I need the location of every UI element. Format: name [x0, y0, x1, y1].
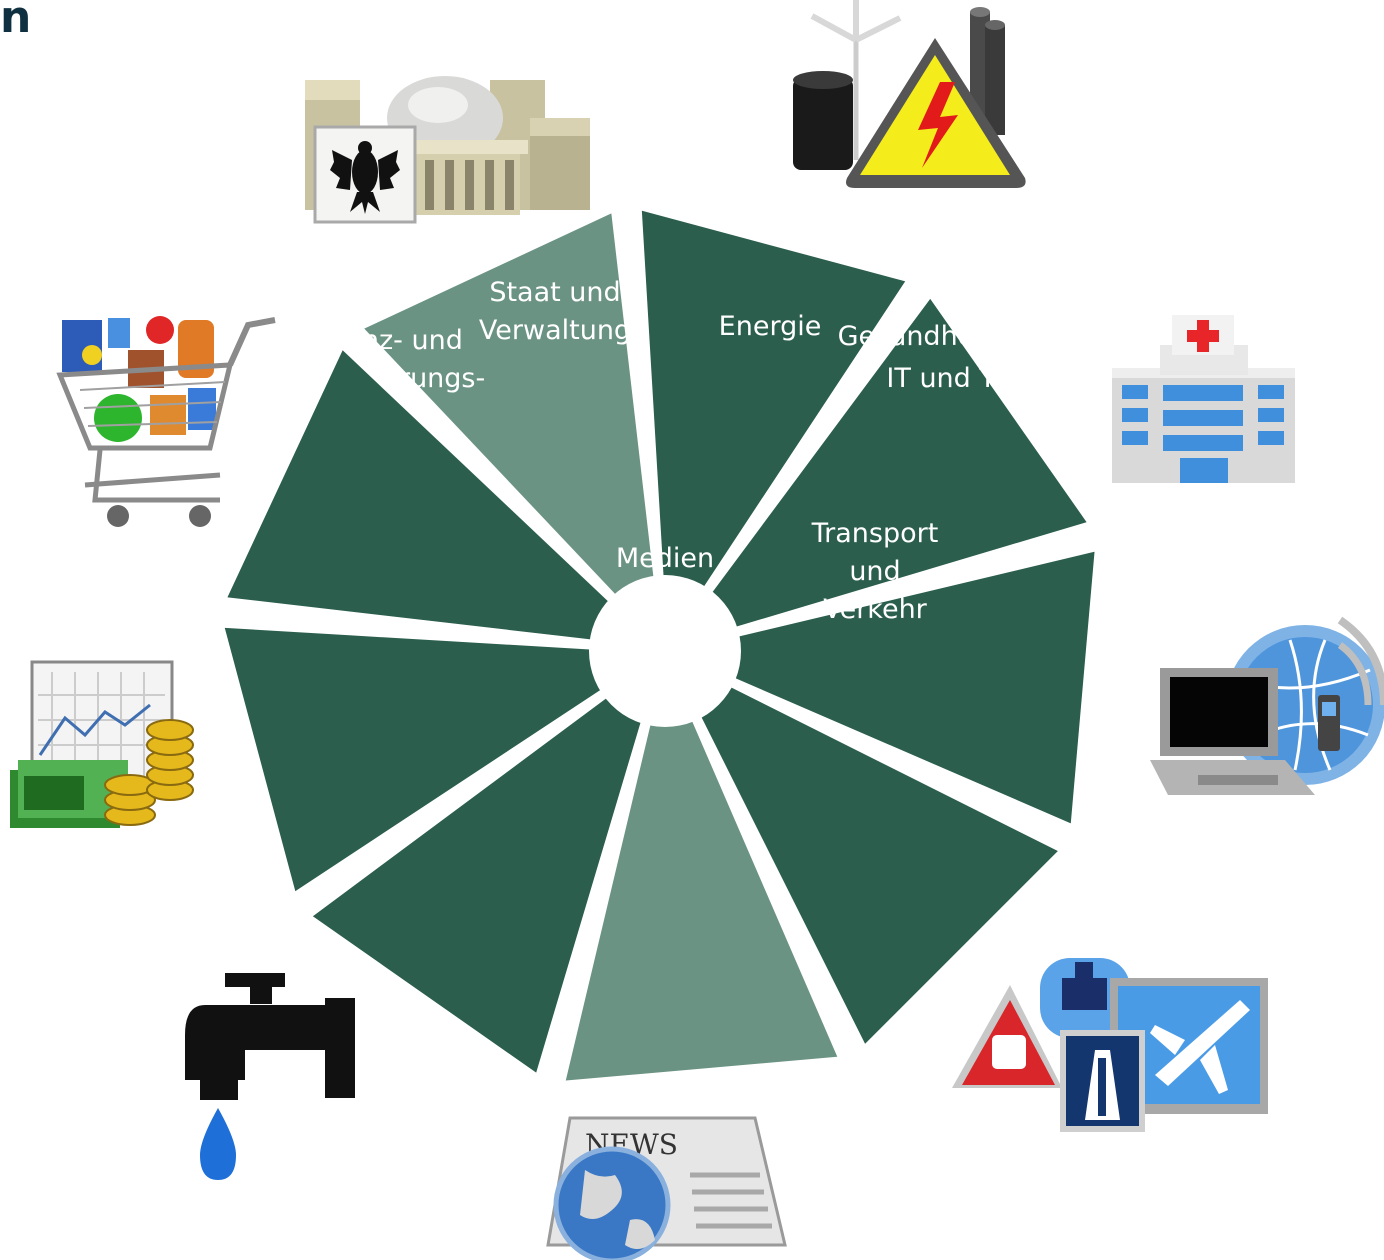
sector-label-line: Verwaltung [479, 315, 631, 346]
sector-ernaehrung [218, 340, 674, 656]
sector-finanz [216, 621, 675, 901]
transport-signs-icon [952, 958, 1268, 1132]
sector-label-it: IT und TK [886, 363, 1014, 394]
sector-it [655, 543, 1102, 833]
sector-label-line: Finanz- und [307, 325, 463, 356]
laptop-network-icon [1150, 616, 1384, 795]
sector-energie [635, 202, 915, 661]
water-tap-icon [185, 973, 355, 1180]
wheel-hub [589, 575, 741, 727]
sector-label-line: und [849, 556, 900, 587]
sector-label-line: Staat und [489, 277, 620, 308]
eagle-emblem-icon [330, 141, 400, 214]
corner-fragment: n [0, 0, 31, 43]
sector-medien [557, 641, 847, 1088]
government-building-icon [305, 76, 590, 224]
hospital-icon [1112, 315, 1295, 483]
sector-staat [354, 204, 670, 660]
money-chart-icon [10, 660, 194, 828]
shopping-cart-icon [56, 316, 276, 527]
sector-label-line: Gesundheit [838, 321, 993, 352]
sector-label-line: IT und TK [886, 363, 1014, 394]
sector-label-line: Energie [719, 311, 822, 342]
sector-label-energie: Energie [719, 311, 822, 342]
power-plant-icon [793, 0, 1026, 188]
newspaper-globe-icon: NEWS [546, 1116, 787, 1260]
sector-label-line: Transport [811, 518, 939, 549]
sector-label-gesundheit: Gesundheit [838, 321, 993, 352]
sector-label-line: Verkehr [823, 594, 927, 625]
sector-gesundheit [657, 288, 1097, 657]
sector-label-line: Medien [616, 543, 714, 574]
sector-wasser [302, 643, 671, 1083]
sector-transport [658, 644, 1068, 1054]
